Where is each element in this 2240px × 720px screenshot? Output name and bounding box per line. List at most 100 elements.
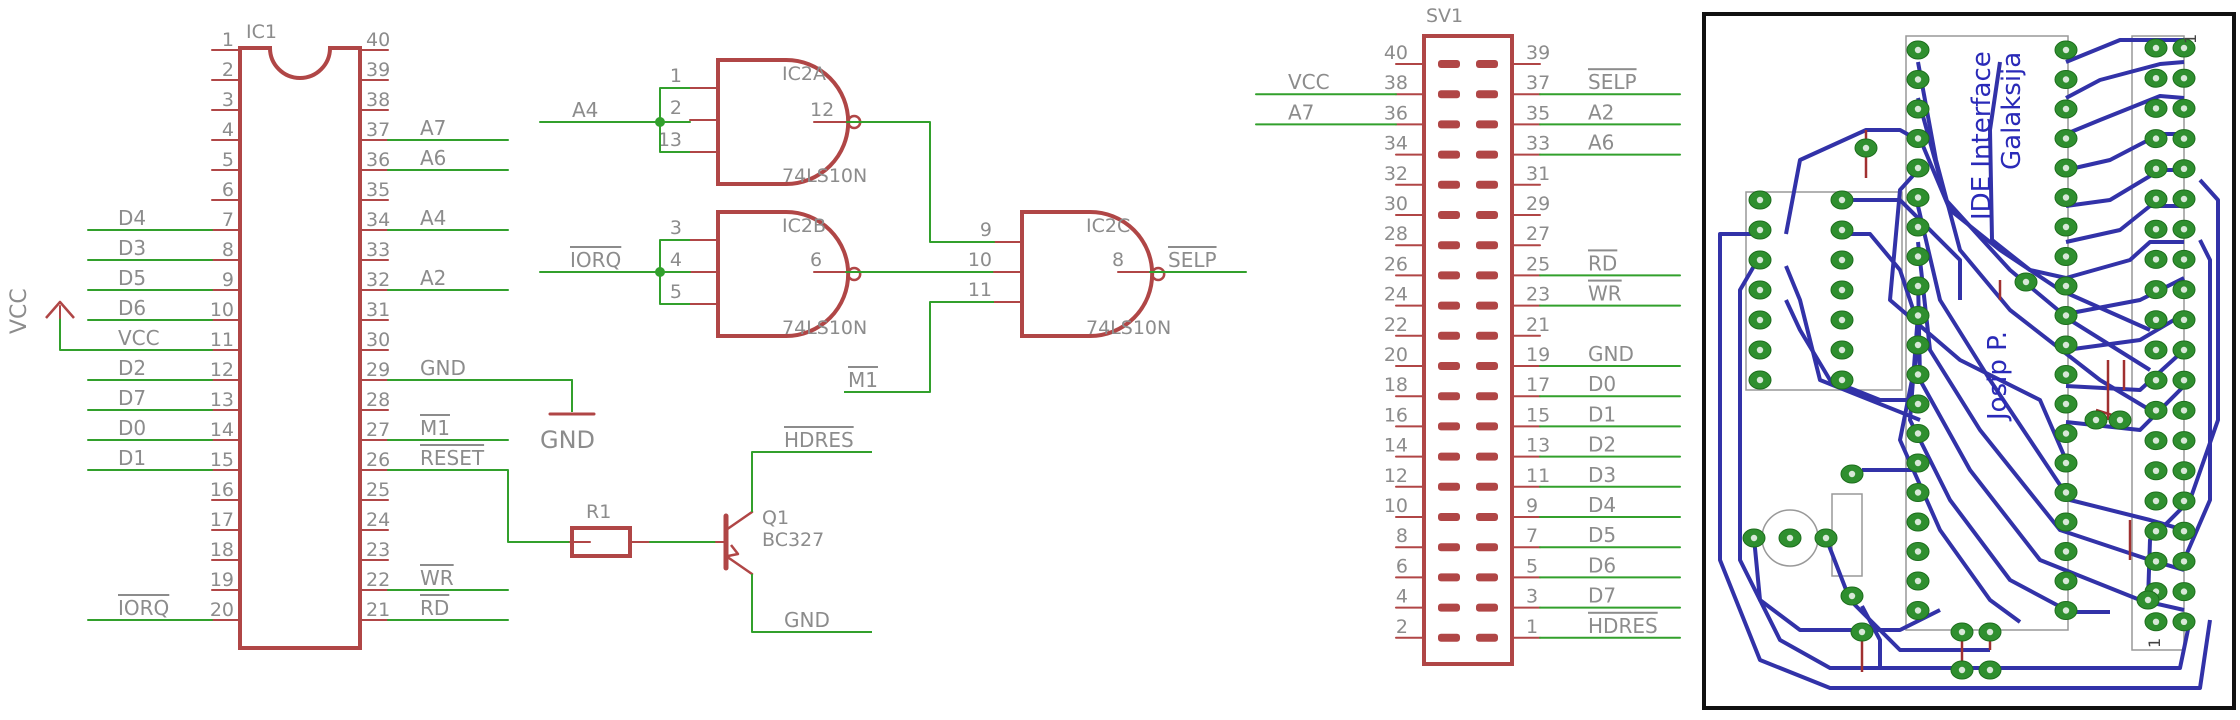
- pad-ic2-right-hole: [1838, 226, 1846, 234]
- sv1-net-label: A7: [1288, 100, 1314, 124]
- ic2b-bubble: [846, 266, 862, 282]
- pcb-trace: [2065, 204, 2184, 244]
- pad-q1-hole: [1822, 534, 1830, 542]
- pad-ic1-right-hole: [2062, 341, 2070, 349]
- sv1-pin-number: 24: [1384, 284, 1408, 306]
- pcb-trace: [2065, 60, 2185, 100]
- sv1-contact: [1476, 301, 1498, 310]
- gnd-wire: [508, 379, 573, 412]
- ic2c-m1-wire: [844, 301, 994, 393]
- pad-ic2-left-hole: [1756, 286, 1764, 294]
- pad-ic2-right-hole: [1838, 286, 1846, 294]
- ic1-pin-number: 10: [210, 299, 234, 321]
- sv1-contact: [1476, 573, 1498, 582]
- pad-sv1-left-hole: [2152, 377, 2160, 384]
- pad-sv1-left-hole: [2152, 195, 2160, 203]
- pcb-trace: [1988, 61, 2067, 280]
- sv1-net-label: VCC: [1288, 70, 1330, 94]
- sv1-pin-number: 5: [1526, 555, 1538, 577]
- sv1-contact: [1476, 422, 1498, 431]
- vcc-symbol-label: VCC: [7, 288, 32, 334]
- pcb-pin1-marker-bottom: 1: [2145, 638, 2164, 648]
- ic1-pin-number: 21: [366, 599, 390, 621]
- pad-ic2-left-hole: [1756, 376, 1764, 384]
- pad-sv1-right-hole: [2180, 226, 2188, 233]
- sv1-pin-number: 2: [1396, 616, 1408, 638]
- sv1-contact: [1438, 482, 1460, 491]
- ic1-pin-number: 23: [366, 539, 390, 561]
- pad-sv1-right-hole: [2180, 528, 2188, 535]
- ic1-pin-number: 9: [222, 269, 234, 291]
- sv1-contact: [1476, 60, 1498, 68]
- pad-ic1-left-hole: [1914, 164, 1922, 172]
- reset-wire: [507, 470, 570, 543]
- sv1-contact: [1438, 331, 1460, 340]
- sv1-pin-number: 27: [1526, 223, 1550, 245]
- pad-ic1-right-hole: [2062, 548, 2070, 555]
- pad-r1-hole: [1848, 592, 1856, 600]
- ic1-label: IC1: [246, 21, 277, 43]
- pcb-trace: [1898, 349, 2022, 624]
- pad-sv1-left-hole: [2152, 407, 2160, 414]
- sv1-net-label: A2: [1588, 100, 1614, 124]
- pad-ic1-right-hole: [2062, 194, 2070, 201]
- q1-emitter-wire: [751, 574, 872, 633]
- sv1-pin-number: 40: [1384, 42, 1408, 64]
- sv1-contact: [1476, 180, 1498, 189]
- sv1-pin-number: 16: [1384, 404, 1408, 426]
- ic1-net-label: WR: [420, 566, 454, 590]
- ic2b-ref: IC2B: [782, 215, 826, 237]
- pad-ic1-left-hole: [1914, 282, 1922, 290]
- sv1-contact: [1476, 331, 1498, 340]
- pad-ic1-right-hole: [2062, 518, 2070, 526]
- ic1-pin-number: 26: [366, 449, 390, 471]
- ic1-pin-number: 12: [210, 359, 234, 381]
- pad-ic1-left-hole: [1914, 548, 1922, 555]
- sv1-contact: [1476, 513, 1498, 521]
- pad-via-hole: [2092, 416, 2100, 424]
- ic1-net-label: A7: [420, 116, 446, 140]
- ic1-pin-number: 31: [366, 299, 390, 321]
- pad-ic1-left-hole: [1914, 518, 1922, 526]
- sv1-net-label: D3: [1588, 463, 1616, 487]
- sv1-net-label: SELP: [1588, 70, 1637, 94]
- q1-arrow: [727, 544, 740, 558]
- pad-ic1-right-hole: [2062, 371, 2070, 378]
- sv1-net-label: A6: [1588, 131, 1614, 155]
- ic1-pin-number: 33: [366, 239, 390, 261]
- sv1-contact: [1476, 633, 1498, 642]
- ic1-pin-number: 2: [222, 59, 234, 81]
- sv1-net-label: RD: [1588, 251, 1617, 275]
- sv1-pin-number: 17: [1526, 374, 1550, 396]
- ic2c-ref: IC2C: [1086, 215, 1130, 237]
- sv1-pin-number: 31: [1526, 163, 1550, 185]
- ic1-net-label: A4: [420, 206, 446, 230]
- pcb-trace: [2182, 239, 2212, 561]
- ic2a-pin-number: 12: [810, 99, 834, 121]
- pad-ic2-right-hole: [1838, 256, 1846, 264]
- pad-ic1-left-hole: [1914, 76, 1922, 83]
- pad-ic1-left-hole: [1914, 371, 1922, 378]
- sv1-pin-number: 10: [1384, 495, 1408, 517]
- sv1-contact: [1438, 241, 1460, 250]
- ic1-pin-number: 40: [366, 29, 390, 51]
- sv1-pin-number: 33: [1526, 133, 1550, 155]
- r1-label: R1: [586, 501, 611, 523]
- ic1-pin-number: 5: [222, 149, 234, 171]
- pad-sv1-right-hole: [2180, 437, 2188, 444]
- pad-ic1-right-hole: [2062, 607, 2070, 614]
- pcb-trace: [1738, 264, 2192, 670]
- ic1-net-label: RD: [420, 596, 449, 620]
- pad-sv1-left-hole: [2152, 467, 2160, 474]
- pcb-trace: [1916, 97, 2152, 372]
- sv1-net-label: D0: [1588, 372, 1616, 396]
- pad-ic2-left-hole: [1756, 226, 1764, 234]
- ic1-net-label: D4: [118, 206, 146, 230]
- pad-sv1-right-hole: [2180, 407, 2188, 414]
- pad-sv1-left-hole: [2152, 558, 2160, 565]
- pcb-trace: [2065, 348, 2186, 392]
- sv1-pin-number: 1: [1526, 616, 1538, 638]
- sv1-net-label: D1: [1588, 402, 1616, 426]
- ic2c-pin-number: 11: [968, 279, 992, 301]
